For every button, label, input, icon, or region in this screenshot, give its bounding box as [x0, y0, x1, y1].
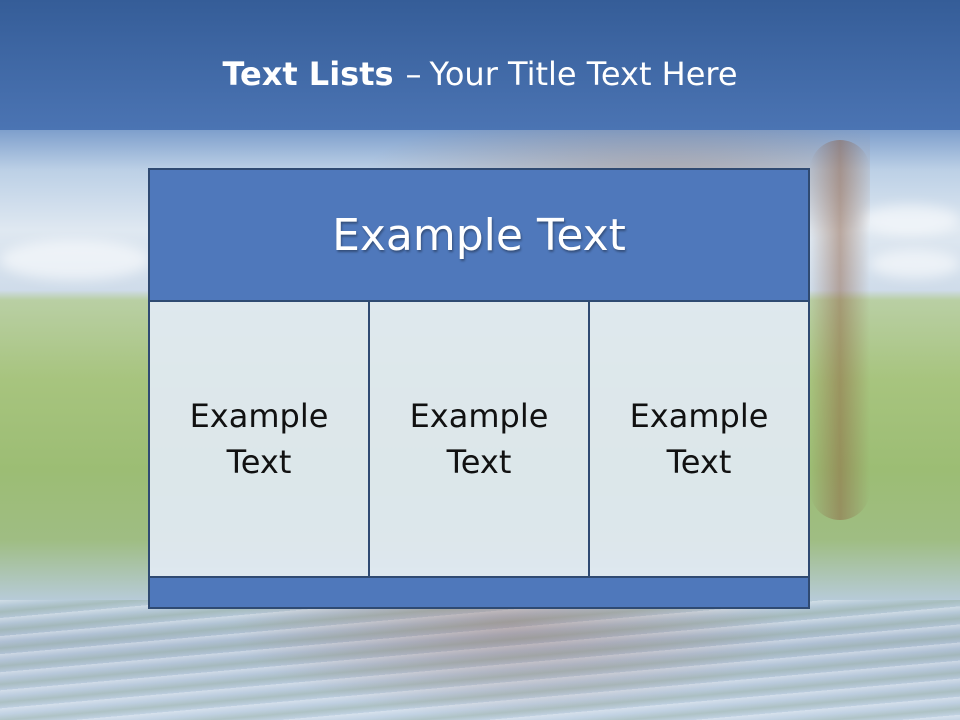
- table-cell-1[interactable]: Example Text: [148, 300, 370, 578]
- table-cell-3[interactable]: Example Text: [588, 300, 810, 578]
- table-cell-text: Example Text: [629, 397, 769, 481]
- slide-title: Text Lists–Your Title Text Here: [0, 52, 960, 96]
- cloud-decoration: [0, 240, 150, 280]
- cloud-decoration: [870, 250, 960, 278]
- table-cell-2[interactable]: Example Text: [368, 300, 590, 578]
- cloud-decoration: [860, 205, 960, 235]
- table-header-text: Example Text: [332, 209, 626, 261]
- water-ripples: [0, 600, 960, 720]
- table-footer-bar: [148, 576, 810, 609]
- title-separator: –: [405, 55, 422, 93]
- title-band: [0, 0, 960, 130]
- title-rest-text: Your Title Text Here: [429, 55, 738, 93]
- table-cell-text: Example Text: [409, 397, 549, 481]
- table-cell-text: Example Text: [189, 397, 329, 481]
- title-bold-text: Text Lists: [222, 55, 394, 93]
- text-list-table: Example Text Example Text Example Text E…: [148, 168, 810, 609]
- horse-mane: [810, 140, 870, 520]
- water-reflection: [230, 600, 790, 720]
- table-header-cell[interactable]: Example Text: [148, 168, 810, 302]
